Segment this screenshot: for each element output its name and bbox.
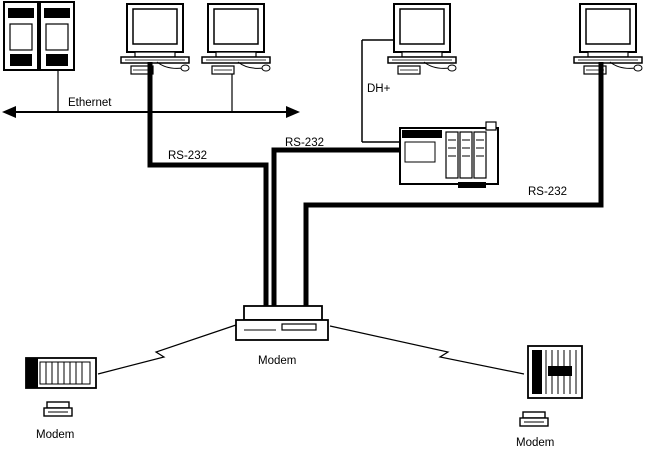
server-cabinet-icon: [3, 1, 75, 71]
controller-chassis-icon: [527, 345, 583, 399]
dh-plus-link: [361, 39, 400, 143]
modem-icon: [519, 411, 549, 427]
ethernet-label: Ethernet: [68, 97, 112, 109]
plc-controller-icon: [399, 121, 499, 188]
io-rack-icon: [25, 357, 97, 389]
modem-center-label: Modem: [258, 355, 296, 367]
computer-workstation-icon: [120, 3, 190, 75]
modem-right-label: Modem: [516, 437, 554, 449]
dh-plus-label: DH+: [367, 83, 391, 95]
rs232-right-label: RS-232: [528, 186, 567, 198]
rs232-left-label: RS-232: [168, 150, 207, 162]
modem-icon: [235, 305, 329, 341]
modem-icon: [43, 401, 73, 417]
rs232-center-label: RS-232: [285, 137, 324, 149]
computer-workstation-icon: [201, 3, 271, 75]
wireless-links: [97, 324, 525, 375]
rs232-cables: [147, 62, 604, 312]
computer-workstation-icon: [387, 3, 457, 75]
computer-workstation-icon: [573, 3, 643, 75]
modem-left-label: Modem: [36, 429, 74, 441]
